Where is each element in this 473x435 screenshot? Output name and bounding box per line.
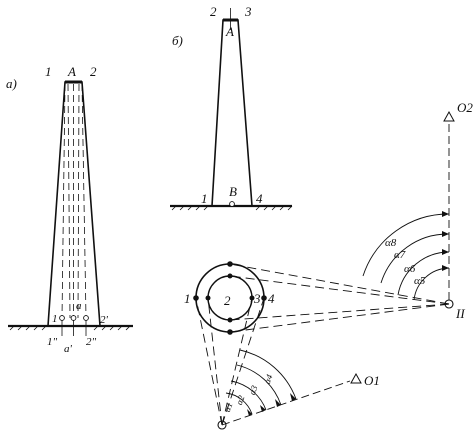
target-o2-label: O2 [457,100,473,115]
figure-b-base-mid-label: B [229,184,237,199]
plan-label-3: 3 [253,291,261,306]
figure-a-ground-hatching [9,325,131,331]
figure-b-base-left-label: 1 [201,191,208,206]
figure-a-base-points [59,315,89,321]
figure-a-tower-outline [47,81,101,327]
angle-alpha2-label: α2 [234,394,247,407]
station-2-arc-arrows [442,211,449,271]
figure-b: б) 2 3 A 1 B 4 [170,4,293,211]
angle-alpha6-label: α6 [404,263,416,275]
plan-center-label: 2 [224,293,231,308]
figure-a-panel-label: а) [6,76,17,91]
station-1-angle-arcs [225,349,297,415]
station-2-angle-arcs [362,213,450,301]
target-o1-triangle [350,372,362,384]
plan-points [193,261,267,335]
figure-a-base-mid-label: a [76,300,82,312]
plan-label-4: 4 [268,291,275,306]
plan-view: 1 2 3 4 II O2 α8 α [184,100,473,430]
figure-b-top-right-label: 3 [244,4,252,19]
angle-alpha4-label: α4 [262,373,275,386]
plan-left-label: 1 [184,291,191,306]
figure-a-below-right-label: 2" [86,336,97,348]
station-1-sight-lines [195,297,265,426]
angle-alpha8-label: α8 [385,237,397,249]
figure-b-panel-label: б) [172,33,183,48]
figure-b-top-left-label: 2 [210,4,217,19]
angle-alpha1-label: α1 [222,401,235,413]
figure-b-top-point-label: A [225,24,234,39]
figure-a-dashed-lines [61,83,87,319]
figure-a-below-mid-label: a' [64,343,73,355]
figure-b-ground-hatching [171,205,293,211]
angle-alpha5-label: α5 [414,275,426,287]
figure-b-base-point [229,201,235,207]
angle-alpha3-label: α3 [247,384,260,397]
figure-a-below-left-label: 1" [47,336,58,348]
figure-b-tower-outline [211,19,253,207]
figure-a: а) 1 [6,64,133,355]
target-o2-triangle [443,110,455,122]
target-o1-label: O1 [364,373,380,388]
angle-alpha7-label: α7 [394,249,406,261]
figure-a-base-right-label: 2' [100,314,109,326]
station-1-arc-arrows [247,393,296,416]
figure-a-top-right-label: 2 [90,64,97,79]
figure-a-base-left-label: 1 [52,313,58,325]
figure-a-top-point-label: A [67,64,76,79]
figure-a-top-left-label: 1 [45,64,52,79]
station-2-label: II [455,306,465,321]
station-2-sight-lines [229,263,450,333]
figure-a-plumb-ticks [61,320,87,336]
figure-b-base-right-label: 4 [256,191,263,206]
station-1-to-o1-line [221,380,351,426]
